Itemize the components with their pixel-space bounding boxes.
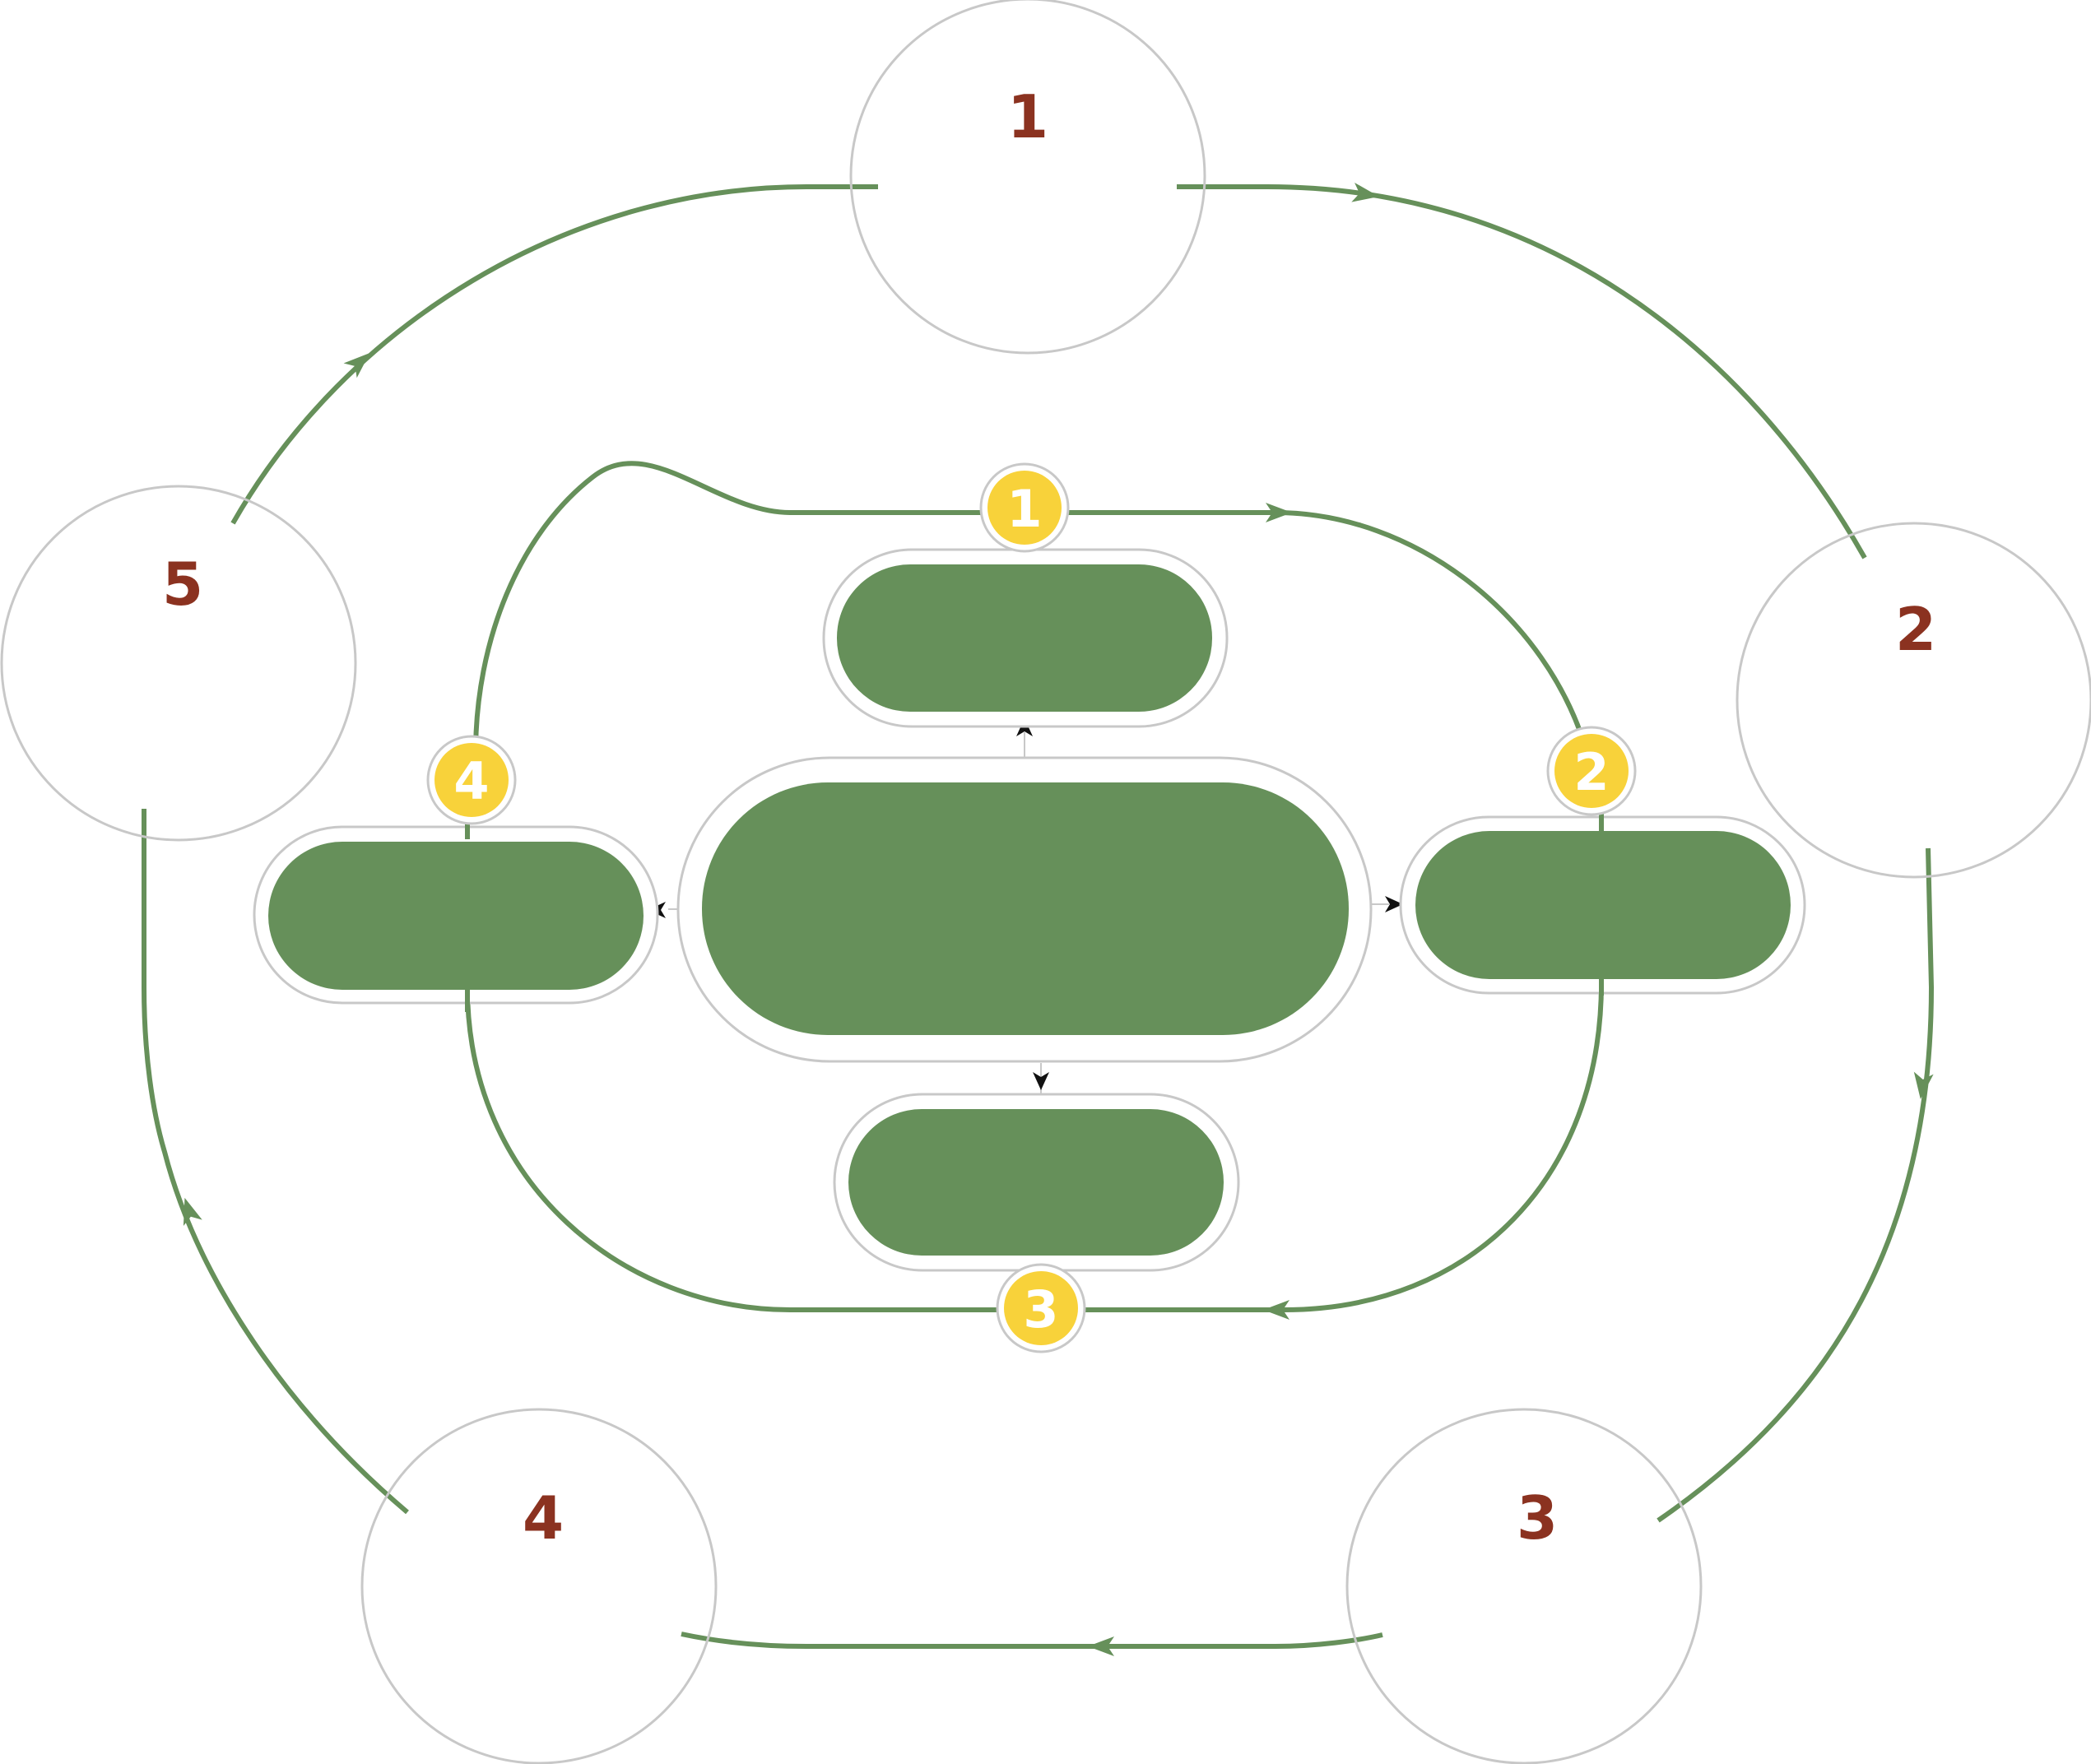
outer-arrow-4-to-5 xyxy=(142,809,409,1515)
badge-4: 4 xyxy=(426,735,517,825)
outer-arrow-2-to-3 xyxy=(1657,847,1935,1523)
arrowhead-e xyxy=(343,352,370,378)
top-pill xyxy=(822,548,1229,728)
outer-node-label: 1 xyxy=(1007,82,1048,151)
inner-arrowhead-bottom xyxy=(1263,1300,1289,1320)
inner-track-top xyxy=(473,461,1589,754)
center-pill xyxy=(676,756,1373,1063)
badge-label: 3 xyxy=(1023,1279,1058,1339)
outer-node-4: 4 xyxy=(360,1408,718,1764)
connector-right-head xyxy=(1385,896,1403,912)
right-pill xyxy=(1399,815,1806,995)
outer-cycle xyxy=(142,184,1935,1649)
badge-1: 1 xyxy=(979,462,1070,553)
bottom-pill xyxy=(833,1093,1240,1272)
arrowhead-b xyxy=(1913,1071,1934,1099)
outer-node-label: 2 xyxy=(1895,595,1936,664)
outer-node-3: 3 xyxy=(1345,1408,1703,1764)
outer-arrow-5-to-1 xyxy=(230,184,878,525)
badge-label: 4 xyxy=(453,751,489,811)
badge-label: 1 xyxy=(1006,479,1042,539)
outer-node-1: 1 xyxy=(849,0,1206,355)
outer-arrowheads xyxy=(183,182,1934,1656)
badge-2: 2 xyxy=(1546,726,1637,816)
outer-arrow-1-to-2 xyxy=(1177,184,1867,559)
inner-arrowheads xyxy=(1263,503,1292,1320)
arrowhead-d xyxy=(183,1197,202,1227)
inner-badges: 1 2 3 4 xyxy=(426,462,1637,1353)
left-pill xyxy=(253,825,659,1005)
outer-node-label: 4 xyxy=(523,1483,564,1553)
inner-arrowhead-top xyxy=(1266,503,1292,522)
arrowhead-a xyxy=(1351,182,1379,202)
connector-down-head xyxy=(1033,1072,1049,1090)
outer-node-label: 3 xyxy=(1517,1483,1558,1553)
pills xyxy=(253,548,1806,1272)
badge-label: 2 xyxy=(1573,742,1609,802)
outer-node-label: 5 xyxy=(162,550,203,619)
badge-3: 3 xyxy=(996,1263,1086,1353)
outer-node-5: 5 xyxy=(0,485,357,842)
outer-arrow-3-to-4 xyxy=(681,1632,1383,1649)
outer-node-2: 2 xyxy=(1736,522,2091,879)
arrowhead-c xyxy=(1088,1636,1114,1656)
